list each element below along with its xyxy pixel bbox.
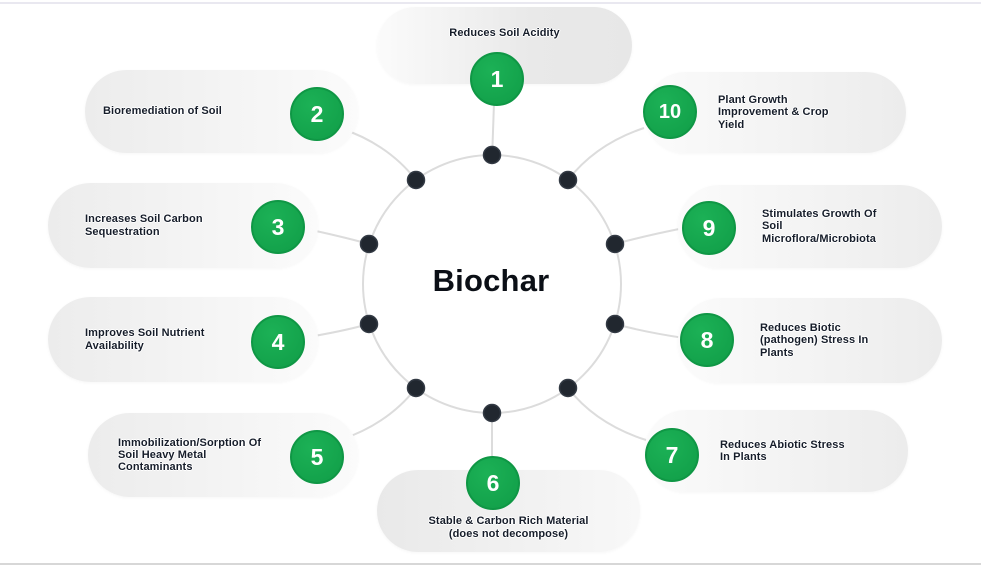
node-dot-1 [482, 145, 502, 165]
benefit-pill-9: Stimulates Growth Of Soil Microflora/Mic… [678, 185, 942, 268]
benefit-number-1: 1 [470, 52, 524, 106]
node-dot-5 [406, 378, 426, 398]
node-dots [359, 145, 625, 423]
node-dot-3 [359, 234, 379, 254]
benefit-label-9: Stimulates Growth Of Soil Microflora/Mic… [762, 208, 877, 245]
connector-line-8 [614, 323, 685, 339]
node-dot-4 [359, 314, 379, 334]
benefit-number-5: 5 [290, 430, 344, 484]
top-edge-line [0, 2, 981, 4]
benefit-label-10: Plant Growth Improvement & Crop Yield [718, 94, 829, 131]
node-dot-6 [482, 403, 502, 423]
benefit-number-3: 3 [251, 200, 305, 254]
benefit-label-1: Reduces Soil Acidity [449, 27, 560, 39]
benefit-number-9: 9 [682, 201, 736, 255]
benefit-label-2: Bioremediation of Soil [103, 105, 222, 118]
benefit-label-7: Reduces Abiotic Stress In Plants [720, 438, 845, 463]
benefit-label-8: Reduces Biotic (pathogen) Stress In Plan… [760, 322, 869, 359]
connector-line-10 [567, 127, 645, 181]
benefit-label-6: Stable & Carbon Rich Material (does not … [428, 515, 589, 540]
connector-line-9 [614, 227, 685, 245]
connector-line-2 [339, 127, 417, 181]
benefit-label-3: Increases Soil Carbon Sequestration [85, 213, 203, 238]
node-dot-2 [406, 170, 426, 190]
benefit-number-2: 2 [290, 87, 344, 141]
node-dot-10 [558, 170, 578, 190]
bottom-edge-line [0, 563, 981, 565]
node-dot-8 [605, 314, 625, 334]
benefit-label-4: Improves Soil Nutrient Availability [85, 327, 205, 352]
hub-title: Biochar [432, 263, 550, 298]
benefit-number-10: 10 [643, 85, 697, 139]
benefit-number-8: 8 [680, 313, 734, 367]
benefit-number-6: 6 [466, 456, 520, 510]
node-dot-7 [558, 378, 578, 398]
benefit-label-5: Immobilization/Sorption Of Soil Heavy Me… [118, 436, 262, 474]
node-dot-9 [605, 234, 625, 254]
connector-line-7 [567, 387, 647, 441]
benefit-number-7: 7 [645, 428, 699, 482]
benefit-number-4: 4 [251, 315, 305, 369]
